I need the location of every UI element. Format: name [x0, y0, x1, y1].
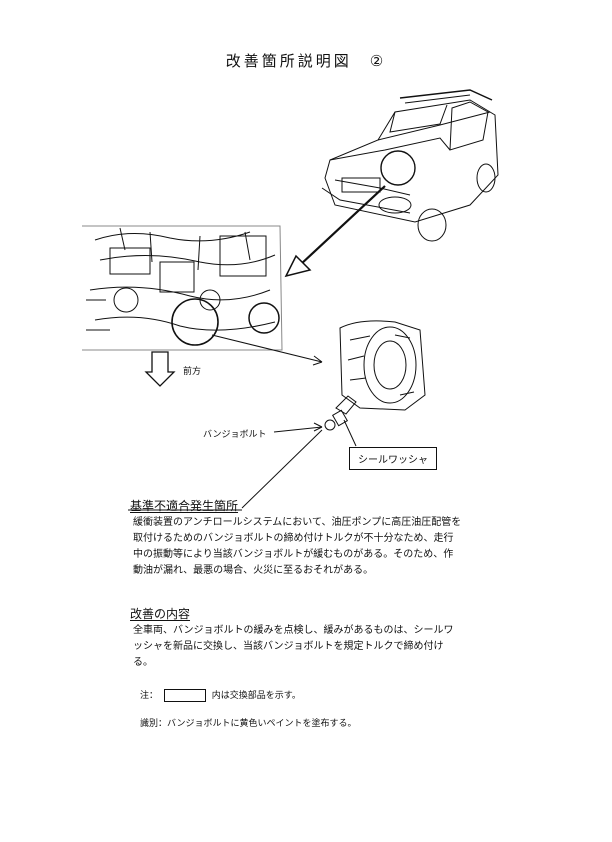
note-prefix: 注：: [140, 691, 159, 701]
engine-bay-drawing: [82, 225, 283, 351]
vehicle-drawing: [321, 89, 499, 242]
remedy-heading: 改善の内容: [130, 607, 191, 621]
replacement-note: 注： 内は交換部品を示す。: [140, 688, 301, 702]
seal-washer-label: シールワッシャ: [349, 447, 437, 470]
page-title: 改善箇所説明図 ②: [225, 52, 387, 70]
banjo-bolt-label: バンジョボルト: [203, 430, 267, 440]
pump-detail-drawing: [324, 320, 426, 447]
replacement-box-legend: [163, 689, 206, 702]
note-suffix: 内は交換部品を示す。: [211, 691, 301, 701]
forward-arrow: [144, 351, 176, 387]
defect-description: 緩衝装置のアンチロールシステムにおいて、油圧ポンプに高圧油圧配管を取付けるための…: [133, 517, 462, 576]
forward-direction-label: 前方: [183, 367, 202, 377]
vehicle-location-circle: [380, 150, 416, 186]
identification-note: 識別：バンジョボルトに黄色いペイントを塗布する。: [140, 719, 357, 729]
pump-location-circle: [171, 298, 219, 346]
remedy-description: 全車両、バンジョボルトの緩みを点検し、緩みがあるものは、シールワッシャを新品に交…: [133, 625, 454, 668]
defect-heading: 基準不適合発生箇所: [130, 499, 239, 513]
